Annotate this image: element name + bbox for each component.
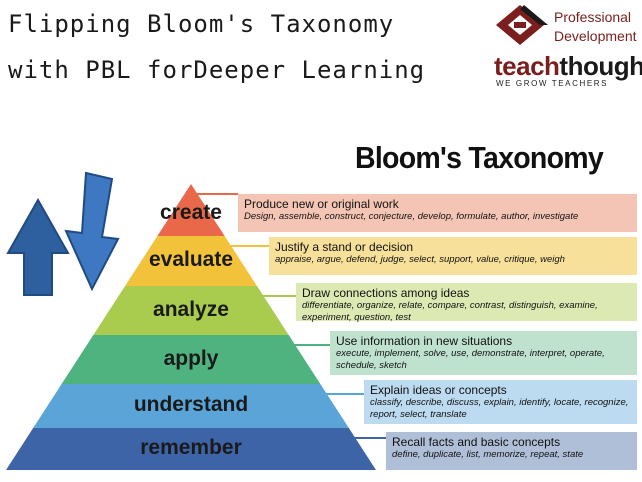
pyramid-band-apply	[61, 335, 321, 384]
level-title-apply: Use information in new situations	[336, 334, 513, 348]
pyramid-label-create: create	[160, 201, 222, 224]
pyramid-band-understand	[33, 384, 349, 428]
level-verbs-apply: execute, implement, solve, use, demonstr…	[336, 348, 605, 371]
pyramid-label-analyze: analyze	[153, 297, 229, 321]
level-title-analyze: Draw connections among ideas	[302, 286, 470, 300]
logo-wordmark: teachthought	[494, 51, 642, 82]
title-line-1: Flipping Bloom's Taxonomy	[8, 10, 395, 38]
pyramid-label-understand: understand	[133, 393, 249, 416]
pyramid-band-remember	[6, 428, 376, 470]
up-arrow-icon	[6, 197, 70, 296]
pyramid-label-evaluate: evaluate	[148, 248, 234, 271]
diagram-heading: Bloom's Taxonomy	[355, 140, 604, 175]
pyramid-band-evaluate	[125, 236, 257, 286]
down-arrow-icon	[64, 171, 120, 292]
pyramid-label-apply: apply	[163, 346, 219, 370]
level-title-remember: Recall facts and basic concepts	[392, 435, 561, 449]
level-verbs-create: Design, assemble, construct, conjecture,…	[244, 211, 579, 222]
flip-arrows	[6, 171, 120, 296]
level-title-understand: Explain ideas or concepts	[370, 383, 507, 397]
teachthought-logo: Professional Development teachthought WE…	[494, 3, 642, 93]
level-verbs-remember: define, duplicate, list, memorize, repea…	[392, 449, 584, 460]
level-title-create: Produce new or original work	[244, 197, 399, 211]
logo-professional: Professional	[554, 9, 632, 25]
logo-tagline: WE GROW TEACHERS	[496, 79, 609, 88]
level-verbs-understand: classify, describe, discuss, explain, id…	[370, 397, 629, 420]
level-verbs-analyze: differentiate, organize, relate, compare…	[302, 300, 598, 323]
pyramid-label-remember: remember	[140, 436, 242, 459]
logo-wordmark-thought: thought	[559, 51, 642, 81]
level-verbs-evaluate: appraise, argue, defend, judge, select, …	[275, 254, 565, 265]
logo-wordmark-teach: teach	[494, 51, 560, 81]
level-title-evaluate: Justify a stand or decision	[275, 240, 414, 254]
pyramid-band-create	[157, 184, 225, 236]
pyramid-band-analyze	[93, 286, 289, 335]
title-line-2: with PBL forDeeper Learning	[8, 56, 426, 84]
teachthought-mark-icon	[496, 5, 548, 45]
logo-development: Development	[554, 28, 637, 44]
